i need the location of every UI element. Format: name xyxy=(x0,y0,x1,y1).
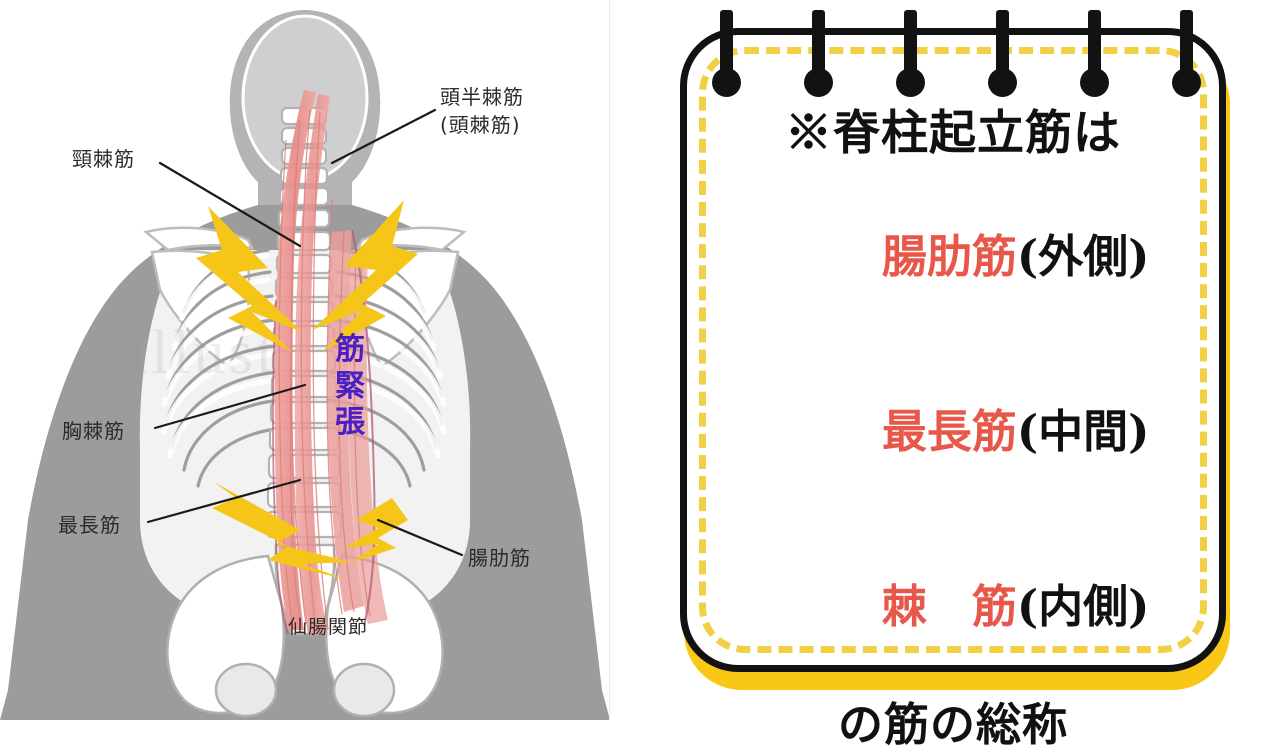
anatomy-diagram xyxy=(0,10,610,720)
erector-spinae-muscle xyxy=(272,90,388,635)
muscle-name: 最長筋 xyxy=(881,405,1017,458)
muscle-row-iliocostalis: 腸肋筋(外側) xyxy=(757,167,1150,338)
label-spinalis-thoracis: 胸棘筋 xyxy=(62,419,125,443)
label-spinalis-cervicis: 頸棘筋 xyxy=(72,147,135,171)
memo-card xyxy=(680,28,1226,672)
memo-card-panel: ※脊柱起立筋は 腸肋筋(外側) 最長筋(中間) 棘 筋(内側) の筋の総称 xyxy=(610,0,1280,751)
label-longissimus: 最長筋 xyxy=(58,513,121,537)
card-dashed-inner-border xyxy=(699,47,1207,653)
anatomy-panel: illust 頭半棘筋 (頭棘筋) 頸棘筋 胸棘筋 最長筋 腸肋筋 仙腸関節 筋… xyxy=(0,0,610,720)
label-leader-lines xyxy=(146,108,464,557)
lightning-bolts xyxy=(196,200,418,580)
label-sacroiliac-joint: 仙腸関節 xyxy=(288,616,369,638)
muscle-row-longissimus: 最長筋(中間) xyxy=(757,342,1150,513)
card-tail-text: の筋の総称 xyxy=(837,698,1068,751)
panel-divider xyxy=(609,0,610,720)
label-semispinalis-capitis: 頭半棘筋 (頭棘筋) xyxy=(440,85,524,137)
muscle-name: 棘 筋 xyxy=(881,580,1017,633)
muscle-tension-callout: 筋 緊 張 xyxy=(335,332,365,441)
muscle-side: (内側) xyxy=(1016,580,1150,633)
muscle-side: (外側) xyxy=(1016,230,1150,283)
muscle-row-spinalis: 棘 筋(内側) xyxy=(757,517,1150,688)
card-content: ※脊柱起立筋は 腸肋筋(外側) 最長筋(中間) 棘 筋(内側) の筋の総称 xyxy=(680,28,1226,751)
muscle-side: (中間) xyxy=(1016,405,1150,458)
label-iliocostalis: 腸肋筋 xyxy=(468,546,531,570)
card-headline: ※脊柱起立筋は xyxy=(785,106,1121,161)
muscle-name: 腸肋筋 xyxy=(881,230,1017,283)
